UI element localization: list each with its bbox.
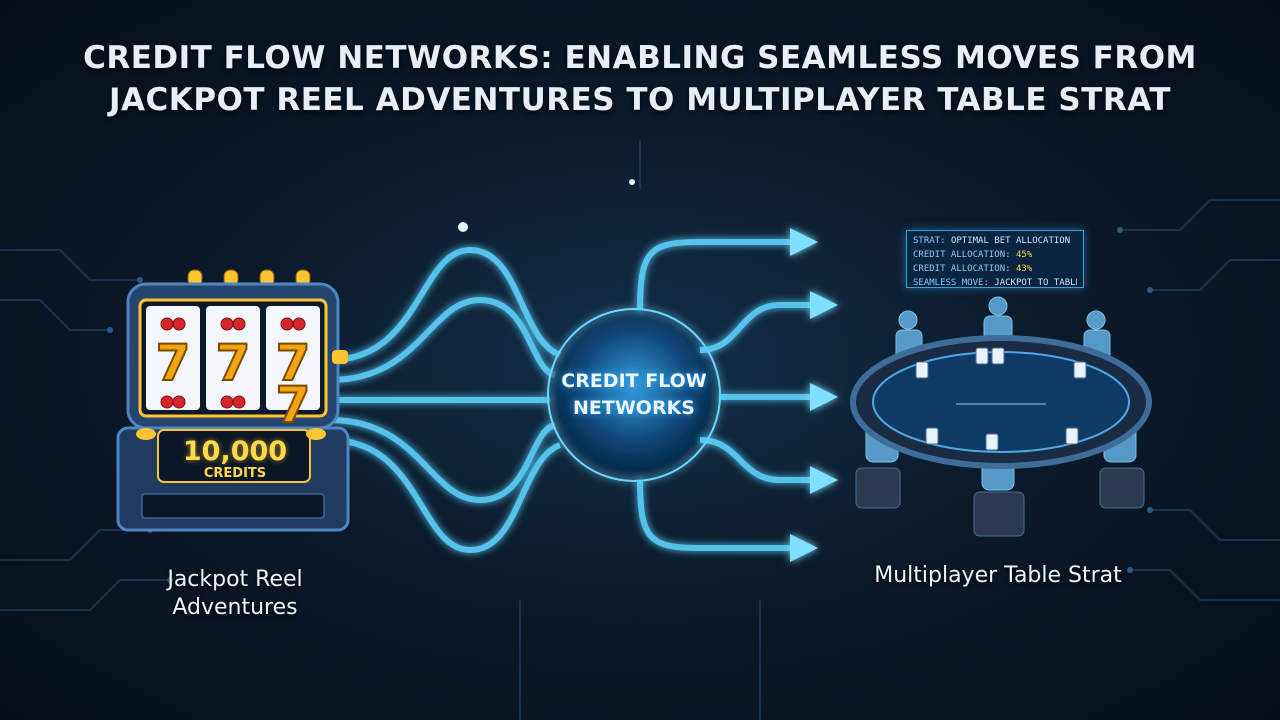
card-icon (1073, 361, 1087, 379)
reel-seven: 7 (156, 334, 191, 392)
flow-node (629, 179, 635, 185)
strategy-key: STRAT: (913, 236, 946, 246)
strategy-value: 43% (1015, 264, 1033, 274)
strategy-key: SEAMLESS MOVE: (913, 278, 989, 288)
cherry-icon (172, 395, 186, 409)
cherry-icon (220, 395, 234, 409)
inbound-stream (329, 246, 562, 363)
diagram-title-line-1: CREDIT FLOW NETWORKS: ENABLING SEAMLESS … (83, 40, 1197, 76)
arrow-right-icon (810, 291, 838, 319)
player-figure-icon (988, 296, 1008, 316)
card-icon (1065, 427, 1079, 445)
inbound-stream (329, 417, 557, 504)
chair (855, 467, 901, 509)
card-icon (985, 433, 999, 451)
reel-seven: 7 (276, 334, 311, 392)
reels (146, 306, 320, 410)
multiplayer-table (850, 296, 1152, 537)
sevens: 7 7 7 7 (155, 333, 312, 435)
arrow-heads (790, 228, 838, 562)
chair (1099, 467, 1145, 509)
cherry-icon (232, 317, 246, 331)
reel (146, 306, 200, 410)
credit-display (157, 429, 311, 483)
cherry-icon (160, 317, 174, 331)
strategy-key: CREDIT ALLOCATION: (913, 250, 1011, 260)
flow-nodes (458, 179, 635, 232)
inbound-streams (329, 246, 562, 554)
left-label-line-1: Jackpot Reel (167, 567, 303, 592)
card-icon (991, 347, 1005, 365)
credits-unit: CREDITS (203, 466, 267, 481)
strategy-row: SEAMLESS MOVE: JACKPOT TO TABLE (913, 276, 1077, 290)
outbound-stream (637, 479, 790, 551)
lever-knob (332, 350, 348, 364)
cherry-icon (220, 317, 234, 331)
outbound-stream (699, 437, 810, 483)
cherry-icon (160, 395, 174, 409)
diagram-title-line-2: JACKPOT REEL ADVENTURES TO MULTIPLAYER T… (109, 82, 1171, 118)
coin-tray (141, 493, 325, 519)
hub-label-line-1: CREDIT FLOW (561, 370, 707, 392)
coin-icon (136, 428, 156, 440)
card-icon (915, 361, 929, 379)
card-icon (925, 427, 939, 445)
slot-machine: 7 7 7 7 (116, 269, 350, 532)
strategy-panel: STRAT: OPTIMAL BET ALLOCATION CREDIT ALL… (906, 230, 1084, 288)
reel (206, 306, 260, 410)
inbound-stream (329, 296, 557, 383)
chair (973, 491, 1025, 537)
chairs (855, 467, 1145, 537)
table-felt (872, 351, 1130, 453)
cards (915, 347, 1087, 451)
card-icon (975, 347, 989, 365)
player-figure-icon (1086, 310, 1106, 330)
inbound-stream (329, 437, 562, 554)
right-label: Multiplayer Table Strat (874, 563, 1122, 588)
cherry-icon (172, 317, 186, 331)
arrow-right-icon (810, 466, 838, 494)
left-label-line-2: Adventures (172, 595, 298, 620)
cherry-icon (292, 317, 306, 331)
strategy-row: CREDIT ALLOCATION: 45% (913, 248, 1077, 262)
strategy-key: CREDIT ALLOCATION: (913, 264, 1011, 274)
arrow-right-icon (790, 228, 818, 256)
arrow-right-icon (810, 383, 838, 411)
outbound-stream (637, 239, 790, 311)
machine-lights (187, 269, 311, 287)
cherry-icon (280, 317, 294, 331)
outbound-stream (699, 302, 810, 353)
reel-seven: 7 (276, 376, 311, 434)
cherry-icon (232, 395, 246, 409)
left-label: Jackpot Reel Adventures (120, 566, 350, 622)
flow-node (458, 222, 468, 232)
hub-label-line-2: NETWORKS (573, 397, 695, 419)
arrow-right-icon (790, 534, 818, 562)
outbound-streams (637, 239, 810, 551)
coin-icon (306, 428, 326, 440)
strategy-value: 45% (1015, 250, 1033, 260)
reel-seven: 7 (216, 334, 251, 392)
hub-label: CREDIT FLOW NETWORKS (548, 368, 720, 422)
credits-value: 10,000 (182, 436, 288, 467)
strategy-value: OPTIMAL BET ALLOCATION (950, 236, 1071, 246)
strategy-row: STRAT: OPTIMAL BET ALLOCATION (913, 234, 1077, 248)
strategy-value: JACKPOT TO TABLE (994, 278, 1077, 288)
reel (266, 306, 320, 410)
player-figure-icon (898, 310, 918, 330)
strategy-row: CREDIT ALLOCATION: 43% (913, 262, 1077, 276)
cherries (160, 317, 306, 409)
